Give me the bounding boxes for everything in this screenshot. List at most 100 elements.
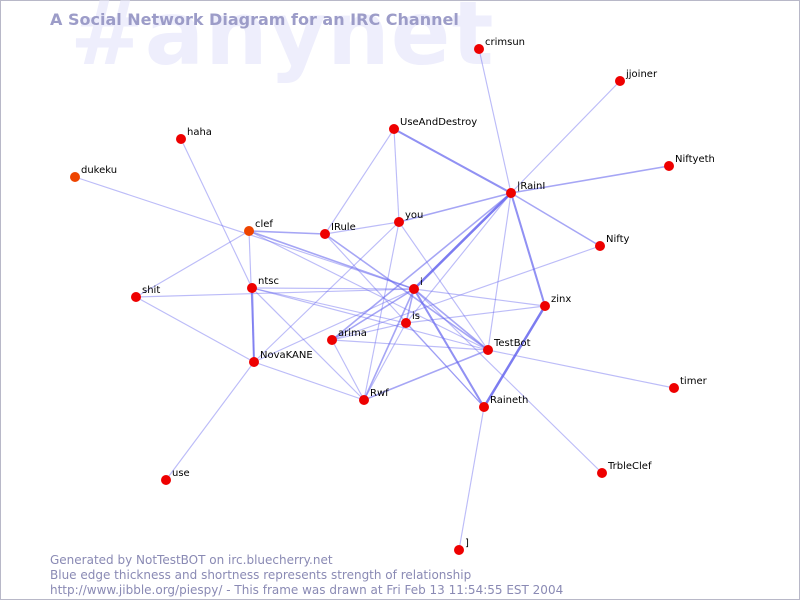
edge-crimsun-IRainI [478,48,512,194]
node-dot-NovaKANE [249,357,259,367]
node-dukeku: dukeku [70,165,117,182]
node-dot-clef [244,226,254,236]
edge-shit-i [135,288,415,298]
edge-ntsc-Rwf [251,287,365,401]
node-dot-arima [327,335,337,345]
node-label-you: you [405,210,423,221]
node-label-TrbleClef: TrbleClef [607,461,652,472]
node-dot-shit [131,292,141,302]
node-label-jjoiner: jjoiner [625,69,658,80]
node-NovaKANE: NovaKANE [249,350,313,367]
node-IRule: IRule [320,222,356,239]
edge-layer [74,48,675,551]
node-label-UseAndDestroy: UseAndDestroy [400,117,477,128]
footer-url-timestamp: http://www.jibble.org/piespy/ - This fra… [50,583,564,597]
edge-i-zinx [413,288,546,307]
node-Niftyeth: Niftyeth [664,154,715,171]
node-label-Niftyeth: Niftyeth [675,154,715,165]
node-dot-timer [669,383,679,393]
node-label-shit: shit [142,285,160,296]
node-label-zinx: zinx [551,294,571,305]
edge-Niftyeth-IRainI [510,165,670,194]
edge-UseAndDestroy-IRule [324,128,395,235]
node-dot-Rwf [359,395,369,405]
node-dot-you [394,217,404,227]
edge-clef-shit [135,230,250,298]
edge-UseAndDestroy-you [393,128,400,223]
node-dot-IRule [320,229,330,239]
edge-zinx-Raineth [482,305,547,408]
node-dot-haha [176,134,186,144]
node-dot-ntsc [247,283,257,293]
footer-legend-note: Blue edge thickness and shortness repres… [50,568,472,582]
edge-i-NovaKANE [253,288,415,363]
edge-IRainI-Nifty [510,192,601,247]
node-dot-i [409,284,419,294]
edge-arima-Rwf [331,339,365,401]
node-haha: haha [176,127,212,144]
edge-i-is [405,288,415,324]
node-Raineth: Raineth [479,395,528,412]
node-label-ntsc: ntsc [258,276,279,287]
edge-i-Raineth [413,288,485,408]
edge-is-Rwf [363,322,407,401]
node-label-haha: haha [187,127,212,138]
node-label-NovaKANE: NovaKANE [260,350,313,361]
node-Nifty: Nifty [595,234,630,251]
node-UseAndDestroy: UseAndDestroy [389,117,477,134]
edge-arima-TestBot [331,339,489,351]
edge-ntsc-i [251,287,415,290]
node-bracket: ] [454,538,469,555]
footer: Generated by NotTestBOT on irc.bluecherr… [50,553,563,598]
edge-i-TestBot [413,288,489,351]
node-TrbleClef: TrbleClef [597,461,652,478]
edge-you-NovaKANE [253,221,400,363]
edge-IRainI-zinx [510,192,546,307]
edge-NovaKANE-Rwf [253,361,365,401]
node-crimsun: crimsun [474,37,525,54]
edge-IRule-TestBot [324,233,489,351]
node-dot-UseAndDestroy [389,124,399,134]
node-label-is: is [412,311,420,322]
channel-watermark: #anynet [70,0,495,85]
node-label-clef: clef [255,219,273,230]
node-label-IRainI: |RainI [517,181,545,192]
node-clef: clef [244,219,273,236]
node-dot-zinx [540,301,550,311]
node-label-TestBot: TestBot [493,338,531,349]
node-dot-crimsun [474,44,484,54]
edge-shit-NovaKANE [135,296,255,363]
node-label-use: use [172,468,190,479]
edge-jjoiner-IRainI [510,80,621,194]
edge-is-arima [331,322,407,341]
node-dot-IRainI [506,188,516,198]
edge-ntsc-TestBot [251,287,489,351]
node-dot-use [161,475,171,485]
node-label-arima: arima [338,328,367,339]
node-label-dukeku: dukeku [81,165,117,176]
node-ntsc: ntsc [247,276,279,293]
edge-is-zinx [405,305,546,324]
node-label-Nifty: Nifty [606,234,630,245]
node-dot-jjoiner [615,76,625,86]
edge-i-arima [331,288,415,341]
node-timer: timer [669,376,708,393]
edge-NovaKANE-use [165,361,255,481]
edge-IRainI-i [413,192,512,290]
edge-TestBot-timer [487,349,675,389]
edge-clef-IRule [248,230,326,235]
edge-IRainI-you [398,192,512,223]
node-i: i [409,277,423,294]
node-label-Rwf: Rwf [370,388,389,399]
edge-you-Rwf [363,221,400,401]
edge-Raineth-bracket [458,406,485,551]
edge-is-Raineth [405,322,485,408]
footer-generated-by: Generated by NotTestBOT on irc.bluecherr… [50,553,333,567]
edge-i-TrbleClef [413,288,603,474]
node-dot-TrbleClef [597,468,607,478]
node-TestBot: TestBot [483,338,531,355]
edge-IRainI-TestBot [487,192,512,351]
node-use: use [161,468,190,485]
